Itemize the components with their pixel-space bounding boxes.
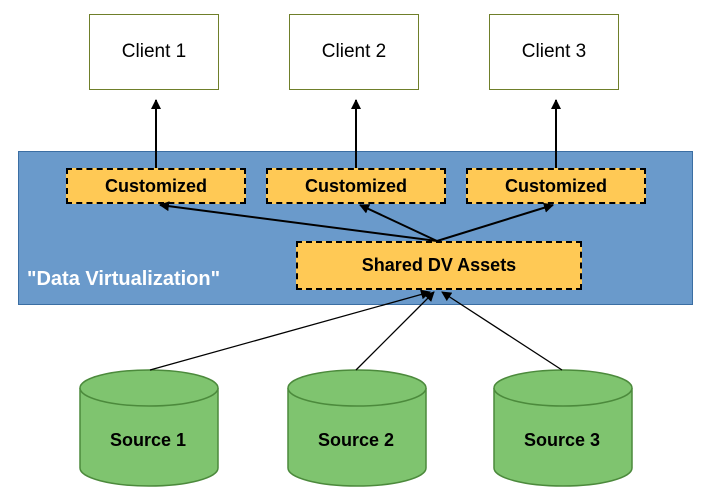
client-2-label: Client 2: [321, 41, 387, 62]
source-1-cylinder: [79, 369, 219, 487]
customized-box-2: Customized: [266, 168, 446, 204]
client-2-box: Client 2: [289, 14, 419, 90]
shared-dv-assets-label: Shared DV Assets: [361, 255, 517, 275]
customized-box-1: Customized: [66, 168, 246, 204]
customized-label-2: Customized: [304, 175, 407, 196]
customized-label-3: Customized: [504, 175, 607, 196]
client-3-label: Client 3: [521, 41, 587, 62]
customized-label-1: Customized: [104, 175, 207, 196]
source-2-label: Source 2: [317, 430, 395, 450]
client-1-box: Client 1: [89, 14, 219, 90]
client-3-box: Client 3: [489, 14, 619, 90]
client-1-label: Client 1: [121, 41, 187, 62]
source-2-cylinder: [287, 369, 427, 487]
source-1-label: Source 1: [109, 430, 187, 450]
shared-dv-assets-box: Shared DV Assets: [296, 241, 582, 290]
data-virtualization-label: "Data Virtualization": [27, 268, 221, 290]
customized-box-3: Customized: [466, 168, 646, 204]
source-3-cylinder: [493, 369, 633, 487]
source-3-label: Source 3: [523, 430, 601, 450]
